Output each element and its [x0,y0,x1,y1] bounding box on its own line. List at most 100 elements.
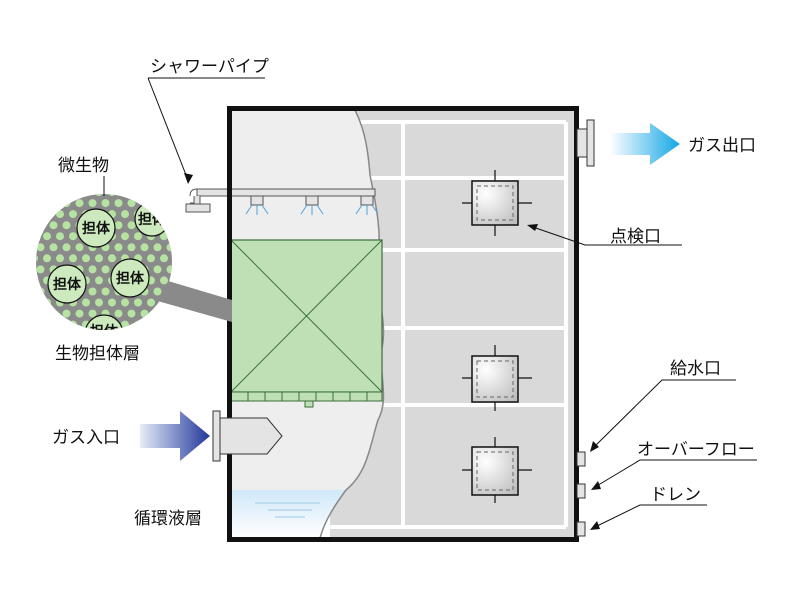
bacteria-dot [127,221,136,230]
bacteria-dot [62,309,71,318]
bacteria-dot [121,194,129,196]
bacteria-dot [88,199,97,208]
shower-pipe-label: シャワーパイプ [150,57,269,77]
water-supply-port-label: 給水口 [670,359,721,379]
inspection-window [462,170,532,236]
carrier-ball: 担体 [84,314,124,340]
carrier-ball: 担体 [110,258,150,298]
bacteria-dot [75,243,84,252]
circulation-liquid-label: 循環液層 [134,509,202,529]
leader-arrowhead [591,481,601,490]
inspection-port-label: 点検口 [610,227,661,247]
bacteria-dot [43,210,51,219]
water-supply-port [576,451,586,467]
bacteria-dot [147,254,155,263]
bacteria-dot [160,254,168,263]
bacteria-dot [36,254,38,263]
bacteria-dot [108,194,116,196]
bacteria-dot [95,276,103,285]
bacteria-dot [140,309,149,318]
bacteria-dot [43,254,51,263]
bacteria-dot [69,254,77,263]
overflow-port [576,483,586,499]
bacteria-dot [88,265,97,274]
bacteria-dot [121,210,129,219]
bacteria-dot [56,232,64,241]
carrier-label: 担体 [116,270,145,287]
bacteria-dot [62,199,71,208]
bacteria-dot [160,232,168,241]
bio-carrier-layer-label: 生物担体層 [55,344,140,364]
bacteria-dot [36,232,38,241]
bacteria-dot [153,309,162,318]
bacteria-dot [101,287,110,296]
leader-lines [147,77,757,529]
bacteria-dot [153,287,162,296]
bacteria-dot [108,298,116,307]
bacteria-dot [43,232,51,241]
carrier-label: 担体 [138,211,167,228]
bacteria-dot [108,254,116,263]
bacteria-dot [49,221,58,230]
bacteria-dot [140,243,149,252]
bacteria-dot [134,298,142,307]
bacteria-dot [75,309,84,318]
bacteria-dot [88,287,97,296]
leader-arrowhead [527,224,538,231]
gas-inlet-label: ガス入口 [52,428,120,448]
tank-frame [227,106,579,542]
bacteria-dot [127,199,136,208]
support-grate [247,392,368,401]
carrier-ball: 担体 [76,208,116,248]
bacteria-dot [114,221,123,230]
bacteria-dot [166,265,172,274]
microbe-label: 微生物 [58,156,109,176]
bacteria-dot [36,243,45,252]
bacteria-dot [147,298,155,307]
drain-port [576,521,586,537]
bacteria-dot [82,194,90,196]
bacteria-dot [69,320,77,329]
inspection-window [462,437,532,503]
drain-label: ドレン [650,485,701,505]
bacteria-dot [69,232,77,241]
bacteria-dot [160,276,168,285]
bacteria-dot [43,298,51,307]
bacteria-dot [134,232,142,241]
bacteria-dot [114,199,123,208]
bacteria-dot [114,309,123,318]
bacteria-dot [36,221,45,230]
carrier-label: 担体 [82,220,111,237]
bacteria-dot [153,265,162,274]
bacteria-dot [95,254,103,263]
bacteria-dot [121,232,129,241]
bacteria-dot [153,243,162,252]
zoom-callout [154,278,232,322]
microbe-zoom: 担体 担体 担体 担体 担体 [36,176,232,340]
liquid-ripples [255,502,320,518]
spray-nozzle [245,195,269,215]
bacteria-dot [121,298,129,307]
carrier-label: 担体 [53,276,82,293]
bacteria-dot [95,194,103,196]
leader-arrowhead [590,441,599,452]
bacteria-dot [88,309,97,318]
bacteria-dot [114,243,123,252]
bacteria-dot [49,309,58,318]
bacteria-dot [56,210,64,219]
bio-carrier-media [230,239,383,408]
carrier-ball: 担体 [47,264,87,304]
leader-arrowhead [184,173,193,184]
bacteria-dot [82,298,90,307]
bacteria-dot [36,265,45,274]
arrow-right-icon [140,411,210,461]
gas-inlet-duct [212,410,283,462]
bacteria-dot [62,221,71,230]
spray-nozzle [300,195,324,215]
carrier-label: 担体 [90,323,119,340]
bacteria-dot [95,298,103,307]
inspection-window [462,345,532,411]
bacteria-dot [56,254,64,263]
bacteria-dot [127,309,136,318]
